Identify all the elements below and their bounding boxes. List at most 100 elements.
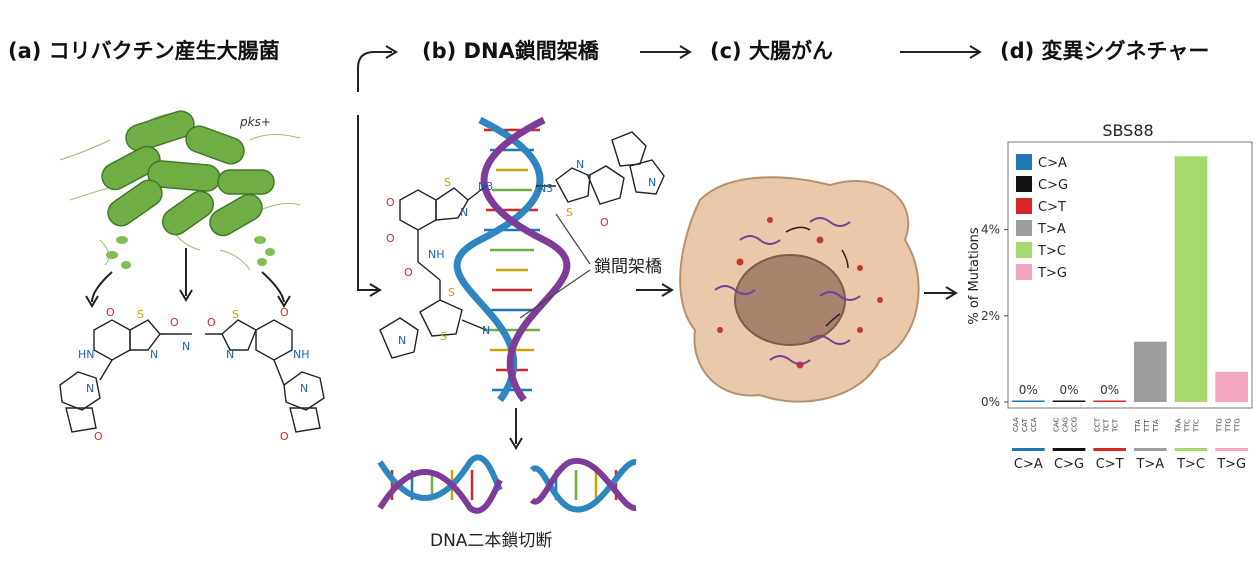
- bar-T-to-A: [1134, 341, 1167, 402]
- svg-text:O: O: [106, 306, 115, 319]
- crosslink-callout: 鎖間架橋: [519, 213, 662, 319]
- cancer-cell: [679, 176, 920, 403]
- flow-arrow-b-to-c-lower: [636, 283, 674, 297]
- svg-text:N3: N3: [478, 180, 493, 193]
- legend-swatch: [1016, 264, 1032, 280]
- svg-text:N: N: [576, 158, 584, 171]
- svg-text:O: O: [280, 306, 289, 319]
- bar-T-to-C: [1174, 156, 1208, 402]
- trinucleotide-label: CAG: [1062, 417, 1070, 432]
- svg-text:S: S: [444, 176, 451, 189]
- svg-text:O: O: [207, 316, 216, 329]
- colibactin-atoms: O O O O S S N N HN NH N N N O O: [78, 306, 310, 443]
- legend-swatch: [1016, 220, 1032, 236]
- svg-text:O: O: [280, 430, 289, 443]
- svg-text:S: S: [566, 206, 573, 219]
- trinucleotide-label: TTC: [1184, 419, 1192, 433]
- trinucleotide-label: TTA: [1152, 419, 1160, 433]
- bar-value-label: 0%: [1059, 383, 1078, 397]
- pks-label: pks+: [239, 115, 271, 129]
- trinucleotide-label: TCT: [1102, 418, 1110, 433]
- svg-text:N: N: [398, 334, 406, 347]
- bar-value-label: 0%: [1019, 383, 1038, 397]
- svg-text:HN: HN: [78, 348, 95, 361]
- trinucleotide-label: TCT: [1111, 418, 1119, 433]
- trinucleotide-label: CAC: [1053, 417, 1061, 432]
- svg-text:O: O: [386, 196, 395, 209]
- y-axis-label: % of Mutations: [967, 227, 982, 325]
- svg-text:N: N: [648, 176, 656, 189]
- svg-text:S: S: [137, 308, 144, 321]
- broken-dna: [377, 454, 637, 514]
- crosslinker-right-atoms: N3 S N O N: [538, 158, 656, 229]
- svg-text:O: O: [404, 266, 413, 279]
- svg-text:O: O: [386, 232, 395, 245]
- crosslinker-left: [379, 185, 487, 359]
- chart-title: SBS88: [1102, 121, 1153, 140]
- trinucleotide-label: TTG: [1215, 418, 1223, 433]
- bar-T-to-G: [1215, 371, 1248, 402]
- trinucleotide-label: CCA: [1030, 417, 1038, 432]
- plot-area: [1007, 141, 1253, 409]
- svg-text:O: O: [94, 430, 103, 443]
- category-bar: [1174, 448, 1208, 451]
- bar-value-label: 0%: [1100, 383, 1119, 397]
- crosslink-label: 鎖間架橋: [594, 257, 662, 277]
- category-bar: [1093, 448, 1126, 451]
- flow-arrow-b-to-c: [640, 45, 692, 59]
- bar-C-to-G: [1052, 400, 1086, 402]
- colibactin-structure: [59, 319, 325, 433]
- legend-label: C>T: [1038, 200, 1066, 215]
- category-label: C>T: [1096, 457, 1124, 472]
- trinucleotide-label: CAA: [1012, 417, 1020, 432]
- legend-swatch: [1016, 154, 1032, 170]
- flow-arrow-c-to-d-lower: [924, 286, 958, 300]
- bars: [1012, 156, 1248, 402]
- y-tick-label: 4%: [981, 223, 1000, 237]
- svg-text:S: S: [448, 286, 455, 299]
- svg-text:N: N: [86, 382, 94, 395]
- legend-label: T>C: [1037, 244, 1066, 259]
- trinucleotide-label: CCT: [1093, 417, 1101, 432]
- secretion-arrows: [85, 248, 291, 308]
- x-category-bars: [1012, 448, 1248, 451]
- category-bar: [1215, 448, 1248, 451]
- svg-text:N: N: [300, 382, 308, 395]
- svg-text:NH: NH: [293, 348, 310, 361]
- trinucleotide-label: CCG: [1071, 417, 1079, 432]
- flow-arrow-c-to-d: [900, 45, 982, 59]
- trinucleotide-label: TAA: [1175, 418, 1183, 433]
- category-label: C>G: [1054, 457, 1084, 472]
- panel-a-title: (a) コリバクチン産生大腸菌: [8, 39, 280, 63]
- legend-swatch: [1016, 242, 1032, 258]
- svg-text:N: N: [182, 340, 190, 353]
- legend-label: T>G: [1037, 266, 1067, 281]
- trinucleotide-label: CAT: [1021, 418, 1029, 432]
- category-bar: [1012, 448, 1045, 451]
- category-label: T>G: [1216, 457, 1246, 472]
- y-tick-label: 2%: [981, 309, 1000, 323]
- category-label: T>A: [1135, 457, 1164, 472]
- trinucleotide-label: TTG: [1224, 418, 1232, 433]
- trinucleotide-label: TTA: [1134, 419, 1142, 433]
- flow-arrow-a-to-b: [357, 45, 398, 92]
- value-labels: 0% 0% 0%: [1019, 383, 1119, 397]
- y-axis: 0% 2% 4%: [981, 223, 1008, 409]
- svg-text:N: N: [150, 348, 158, 361]
- legend-label: C>G: [1038, 178, 1068, 193]
- category-bar: [1052, 448, 1086, 451]
- panel-c-title: (c) 大腸がん: [710, 39, 833, 63]
- svg-text:N: N: [482, 324, 490, 337]
- panel-d-title: (d) 変異シグネチャー: [1000, 39, 1209, 63]
- signature-chart: SBS88 0% 2% 4% % of Mutations 0% 0% 0% C>A C>…: [967, 121, 1253, 472]
- trinucleotide-label: TTC: [1193, 419, 1201, 433]
- crosslinker-left-atoms: O O S N NH O S S N N3 N: [386, 176, 493, 347]
- y-tick-label: 0%: [981, 395, 1000, 409]
- legend-label: C>A: [1038, 156, 1067, 171]
- bar-C-to-A: [1012, 400, 1045, 402]
- flow-arrow-a-to-b-lower: [357, 115, 382, 297]
- category-bar: [1134, 448, 1167, 451]
